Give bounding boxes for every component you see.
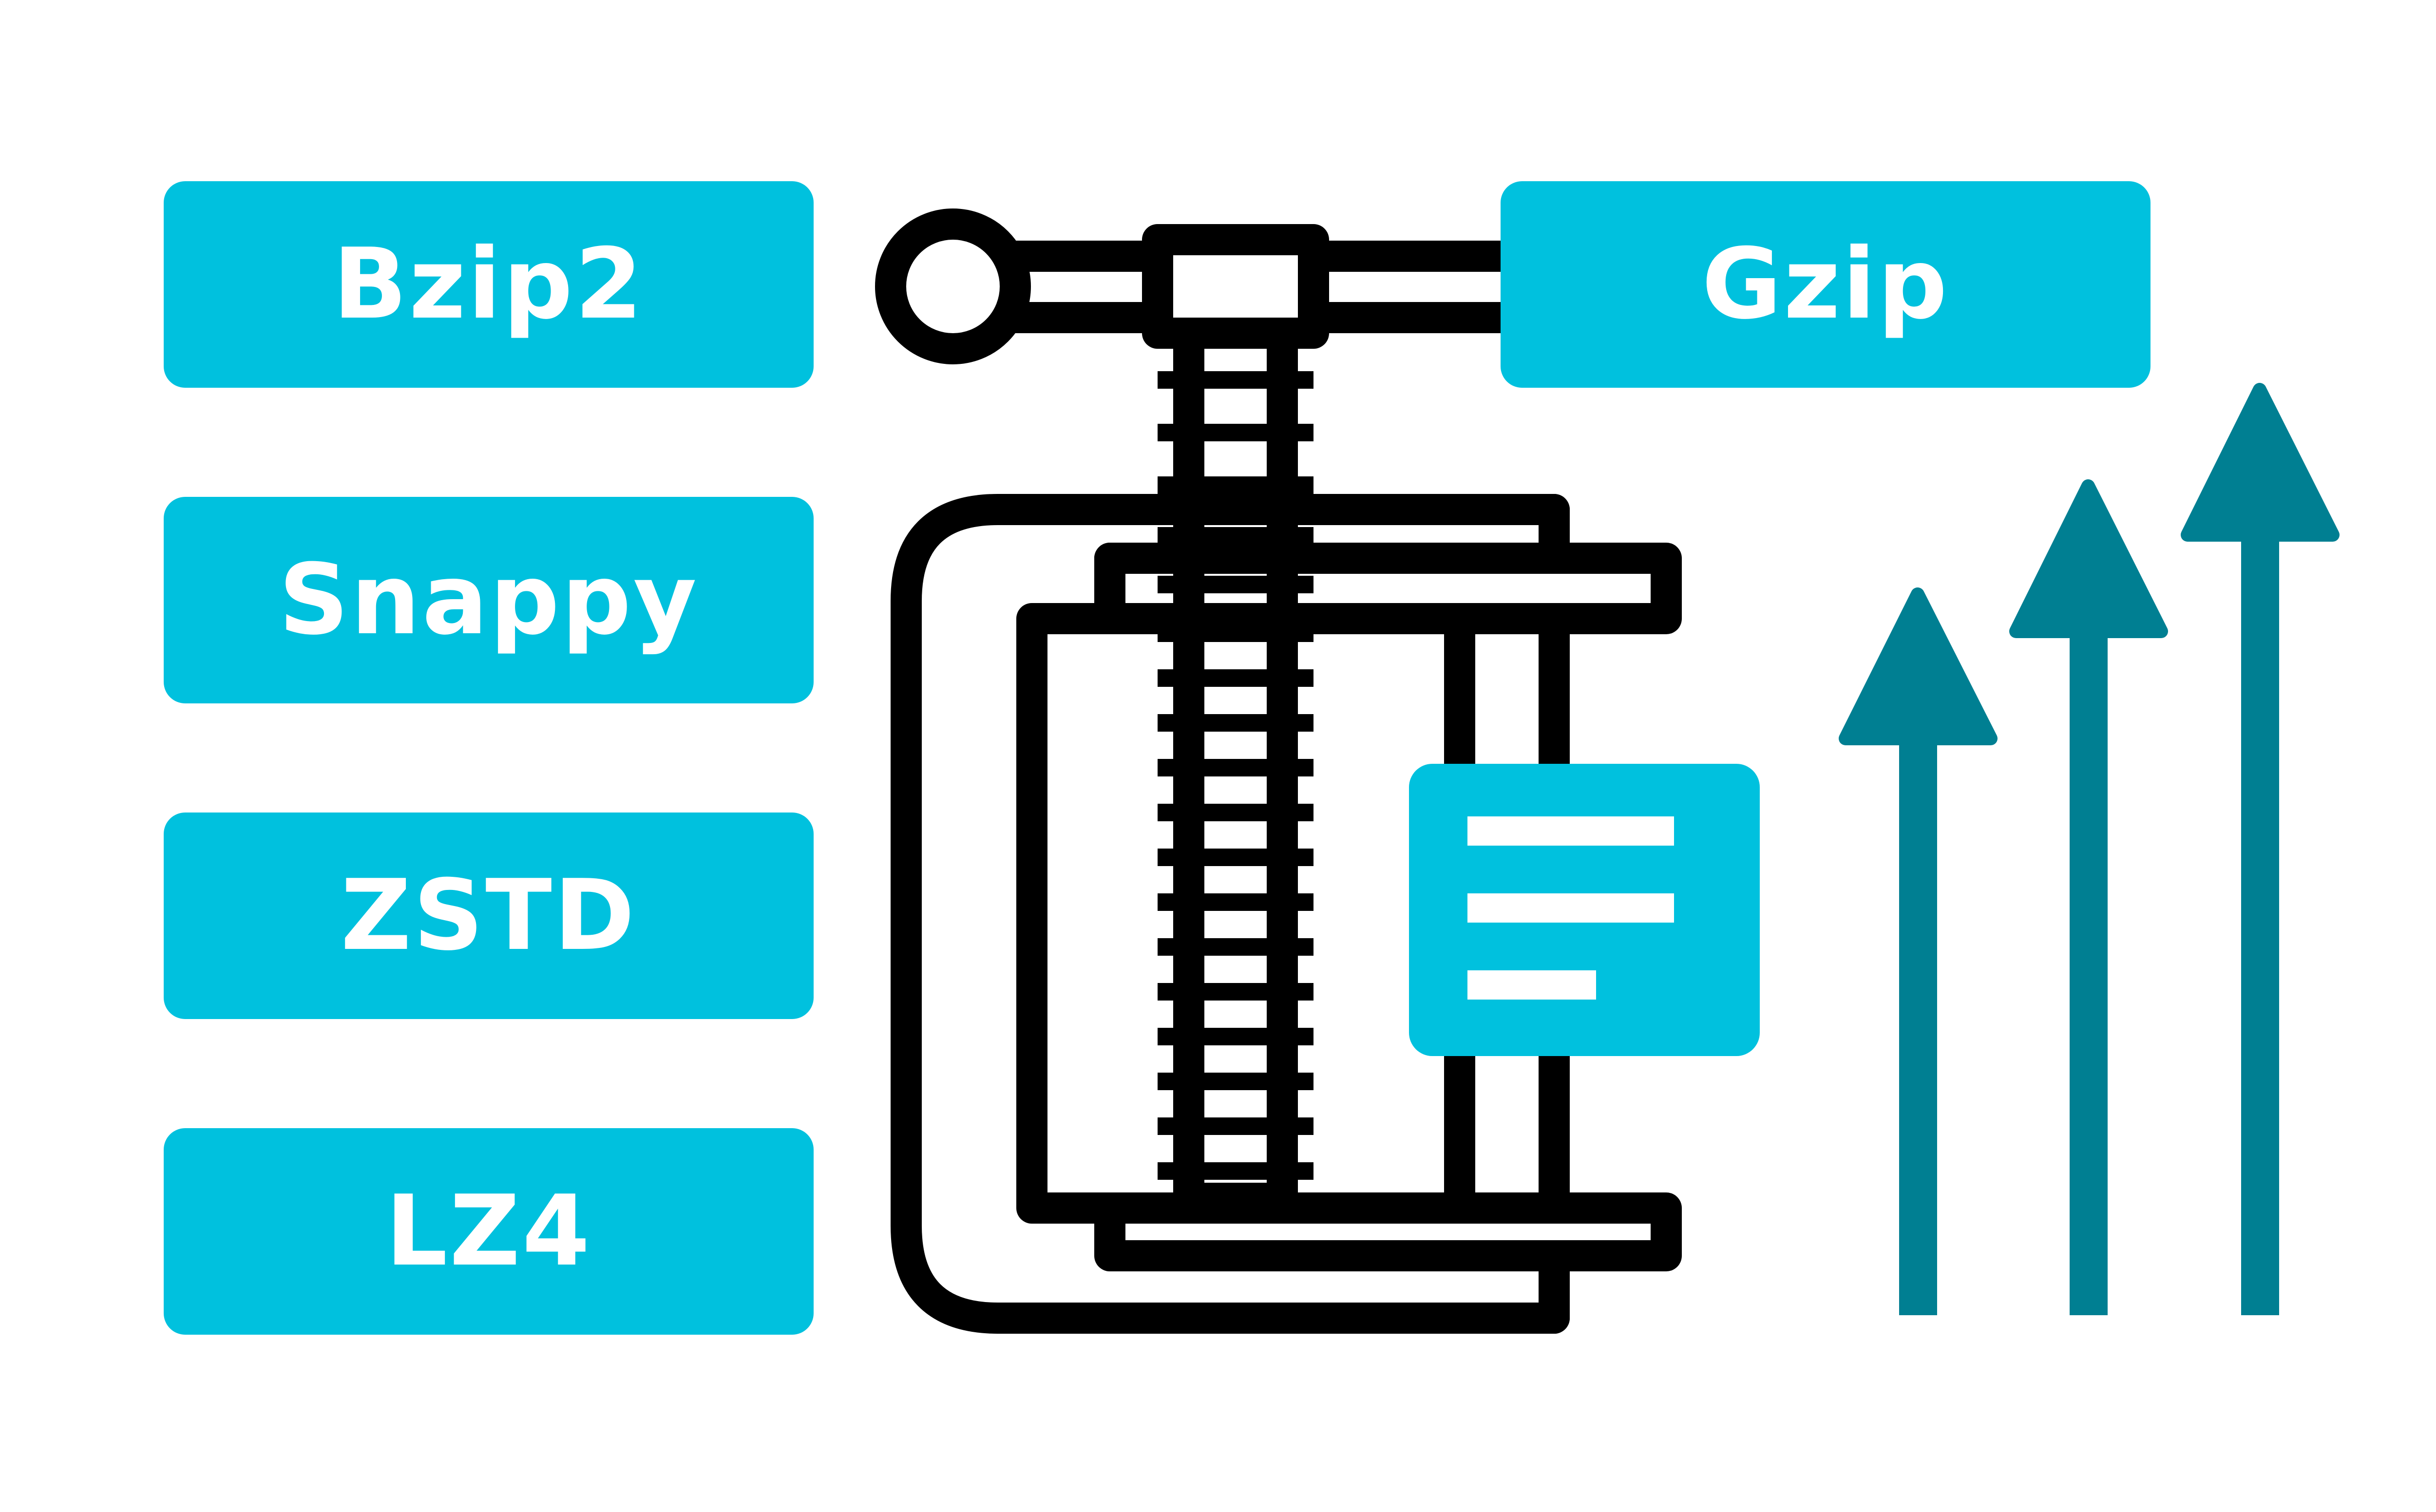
- snappy-label: Snappy: [164, 497, 814, 703]
- gzip-label-text: Gzip: [1701, 227, 1950, 341]
- screw-threads: [1158, 371, 1313, 1180]
- gzip-label: Gzip: [1501, 181, 2151, 388]
- up-arrows-icon: [1839, 383, 2340, 1315]
- bzip2-label: Bzip2: [164, 181, 814, 388]
- bzip2-label-text: Bzip2: [333, 227, 645, 341]
- arrow-up-icon: [2181, 383, 2340, 1315]
- lz4-label-text: LZ4: [385, 1174, 592, 1288]
- zstd-label-text: ZSTD: [341, 859, 637, 972]
- document-icon: [1409, 764, 1760, 1056]
- arrow-up-icon: [2009, 479, 2168, 1315]
- zstd-label: ZSTD: [164, 813, 814, 1019]
- lz4-label: LZ4: [164, 1128, 814, 1335]
- arrow-up-icon: [1839, 587, 1998, 1315]
- clamp-knob: [875, 208, 1031, 364]
- snappy-label-text: Snappy: [278, 543, 699, 657]
